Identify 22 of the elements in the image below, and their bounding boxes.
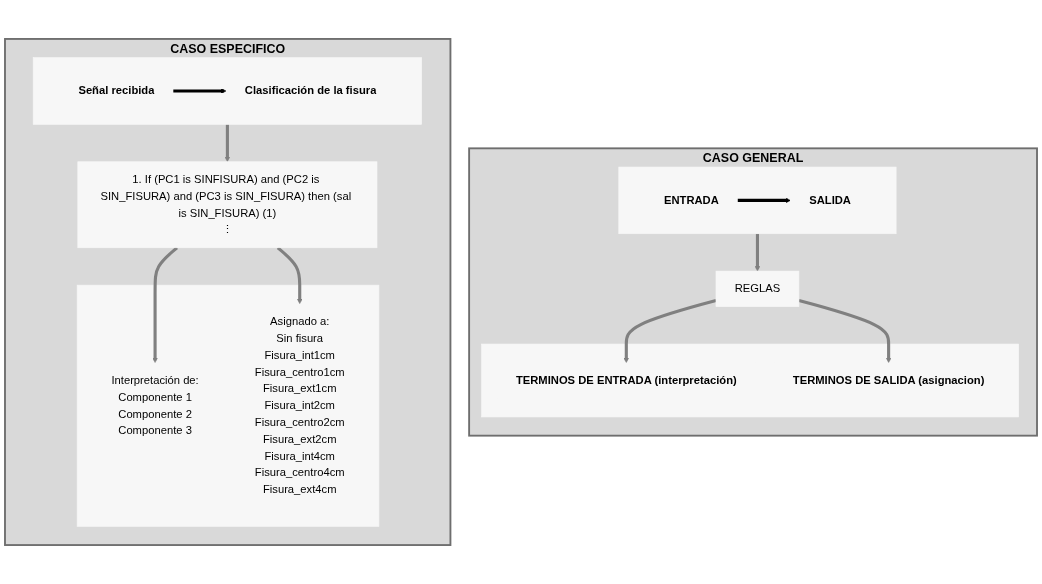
node-text: ENTRADA xyxy=(663,193,719,207)
node-text: SALIDA xyxy=(809,193,851,207)
node-box: REGLAS xyxy=(715,270,800,307)
cluster xyxy=(618,166,897,235)
node-box: 1. If (PC1 is SINFISURA) and (PC2 is SIN_FISURA) and (PC3 is SIN_FISURA) then (sal is SIN_FISURA) (1) ⋮ xyxy=(77,161,378,249)
arrow xyxy=(737,197,791,204)
cluster xyxy=(481,343,1019,418)
node-text: Clasificación de la fisura xyxy=(244,84,377,97)
node-text: Señal recibida xyxy=(78,84,155,97)
arrow xyxy=(173,88,227,94)
arrow xyxy=(623,298,717,363)
node-text: TERMINOS DE SALIDA (asignacion) xyxy=(792,373,985,387)
arrow xyxy=(276,246,303,305)
node-text: Interpretación de: Componente 1 Componente 2 Componente 3 xyxy=(111,373,199,437)
arrow xyxy=(754,233,761,272)
arrow xyxy=(798,298,892,363)
arrow xyxy=(152,246,178,363)
cluster xyxy=(76,284,380,527)
node-text: TERMINOS DE ENTRADA (interpretación) xyxy=(515,373,737,387)
arrow xyxy=(224,124,231,162)
node-text: Asignado a: Sin fisura Fisura_int1cm Fisura_centro1cm Fisura_ext1cm Fisura_int2cm Fisura_centro2cm Fisura_ext2cm Fisura_int4cm Fisura_centro4cm Fisura_ext4cm xyxy=(254,315,345,496)
cluster xyxy=(32,57,422,125)
